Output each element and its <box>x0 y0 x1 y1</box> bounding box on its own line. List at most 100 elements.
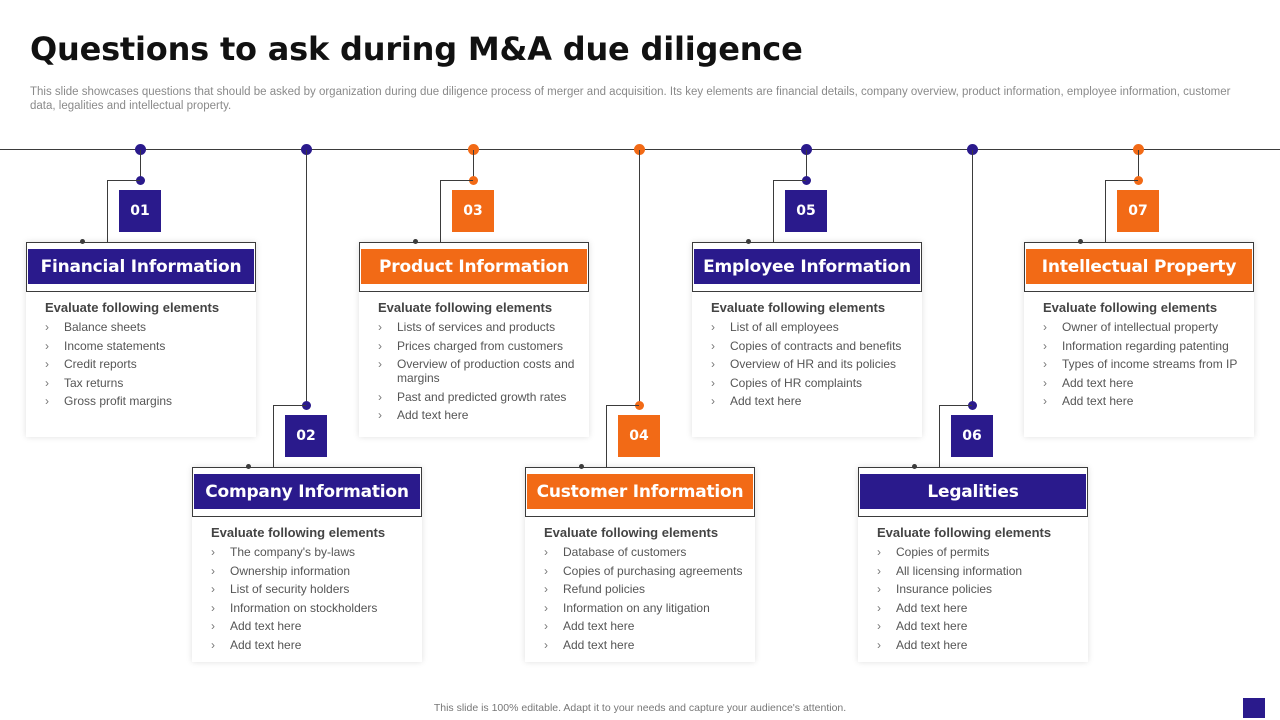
timeline-dot-03 <box>468 144 479 155</box>
card-item-list: List of all employeesCopies of contracts… <box>711 320 922 408</box>
list-item: Types of income streams from IP <box>1043 357 1242 371</box>
list-item: Database of customers <box>544 545 743 559</box>
step-number-04: 04 <box>618 415 660 457</box>
list-item: Copies of HR complaints <box>711 376 910 390</box>
list-item: Add text here <box>877 638 1076 652</box>
card-header-frame <box>26 242 256 292</box>
list-item: Owner of intellectual property <box>1043 320 1242 334</box>
header-marker-dot <box>80 239 85 244</box>
card-header: Legalities <box>858 464 1088 517</box>
card-header: Intellectual Property <box>1024 239 1254 292</box>
header-marker-dot <box>579 464 584 469</box>
card-header-frame <box>858 467 1088 517</box>
bracket-top-02 <box>273 405 306 406</box>
card-header: Customer Information <box>525 464 755 517</box>
bracket-top-06 <box>939 405 972 406</box>
card-header: Employee Information <box>692 239 922 292</box>
list-item: Prices charged from customers <box>378 339 577 353</box>
card-lead-text: Evaluate following elements <box>711 300 886 315</box>
bracket-top-07 <box>1105 180 1138 181</box>
bracket-side-07 <box>1105 180 1106 242</box>
bracket-side-02 <box>273 405 274 467</box>
list-item: Overview of HR and its policies <box>711 357 910 371</box>
timeline-dot-07 <box>1133 144 1144 155</box>
list-item: Lists of services and products <box>378 320 577 334</box>
connector-line-05 <box>806 150 807 180</box>
list-item: Add text here <box>1043 394 1242 408</box>
timeline-dot-01 <box>135 144 146 155</box>
card-item-list: The company's by-lawsOwnership informati… <box>211 545 422 652</box>
header-marker-dot <box>1078 239 1083 244</box>
list-item: Add text here <box>211 638 410 652</box>
connector-dot-05 <box>802 176 811 185</box>
bracket-side-04 <box>606 405 607 467</box>
connector-dot-02 <box>302 401 311 410</box>
card-item-list: Owner of intellectual propertyInformatio… <box>1043 320 1254 408</box>
list-item: Add text here <box>877 601 1076 615</box>
card-body: Evaluate following elementsLists of serv… <box>359 300 589 427</box>
list-item: Copies of contracts and benefits <box>711 339 910 353</box>
list-item: Add text here <box>544 638 743 652</box>
connector-line-01 <box>140 150 141 180</box>
card-header-frame <box>525 467 755 517</box>
timeline-dot-04 <box>634 144 645 155</box>
list-item: Balance sheets <box>45 320 244 334</box>
bracket-top-04 <box>606 405 639 406</box>
card-item-list: Lists of services and productsPrices cha… <box>378 320 589 422</box>
card-header-frame <box>1024 242 1254 292</box>
list-item: Copies of permits <box>877 545 1076 559</box>
bracket-top-05 <box>773 180 806 181</box>
bracket-side-06 <box>939 405 940 467</box>
card-item-list: Balance sheetsIncome statementsCredit re… <box>45 320 256 408</box>
list-item: Add text here <box>211 619 410 633</box>
list-item: Tax returns <box>45 376 244 390</box>
connector-dot-04 <box>635 401 644 410</box>
bracket-top-01 <box>107 180 140 181</box>
list-item: Add text here <box>1043 376 1242 390</box>
card-header-frame <box>359 242 589 292</box>
list-item: Gross profit margins <box>45 394 244 408</box>
step-number-07: 07 <box>1117 190 1159 232</box>
card-title: Financial Information <box>28 249 254 284</box>
connector-line-04 <box>639 150 640 405</box>
header-marker-dot <box>912 464 917 469</box>
card-header-frame <box>192 467 422 517</box>
card-lead-text: Evaluate following elements <box>45 300 220 315</box>
step-number-02: 02 <box>285 415 327 457</box>
list-item: List of security holders <box>211 582 410 596</box>
header-marker-dot <box>246 464 251 469</box>
card-header: Company Information <box>192 464 422 517</box>
list-item: Copies of purchasing agreements <box>544 564 743 578</box>
header-marker-dot <box>413 239 418 244</box>
card-title: Customer Information <box>527 474 753 509</box>
card-lead-text: Evaluate following elements <box>544 525 719 540</box>
list-item: List of all employees <box>711 320 910 334</box>
list-item: Ownership information <box>211 564 410 578</box>
list-item: Information on any litigation <box>544 601 743 615</box>
step-number-06: 06 <box>951 415 993 457</box>
card-header: Product Information <box>359 239 589 292</box>
list-item: Add text here <box>711 394 910 408</box>
list-item: Add text here <box>378 408 577 422</box>
bracket-side-01 <box>107 180 108 242</box>
list-item: All licensing information <box>877 564 1076 578</box>
timeline-dot-05 <box>801 144 812 155</box>
card-lead-text: Evaluate following elements <box>378 300 553 315</box>
card-title: Legalities <box>860 474 1086 509</box>
step-number-05: 05 <box>785 190 827 232</box>
timeline-dot-06 <box>967 144 978 155</box>
card-title: Employee Information <box>694 249 920 284</box>
header-marker-dot <box>746 239 751 244</box>
list-item: The company's by-laws <box>211 545 410 559</box>
list-item: Refund policies <box>544 582 743 596</box>
list-item: Past and predicted growth rates <box>378 390 577 404</box>
list-item: Insurance policies <box>877 582 1076 596</box>
timeline-dot-02 <box>301 144 312 155</box>
list-item: Income statements <box>45 339 244 353</box>
